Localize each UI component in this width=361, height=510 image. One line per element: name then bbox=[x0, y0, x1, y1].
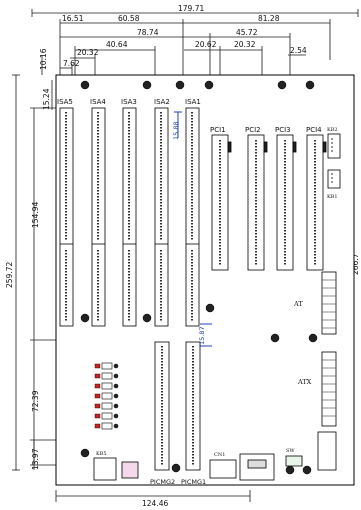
dim-overall-width: 179.71 bbox=[178, 4, 204, 13]
hole bbox=[305, 80, 315, 90]
left-dimension-labels: 10.16 15.24 154.94 259.72 72.39 13.97 26… bbox=[5, 48, 360, 470]
at-connector bbox=[321, 271, 337, 335]
dim-40-64: 40.64 bbox=[106, 40, 128, 49]
atx-connector bbox=[321, 351, 337, 427]
kb5-connector bbox=[93, 457, 117, 481]
bottom-connectors bbox=[93, 453, 303, 481]
dim-20-62: 20.62 bbox=[195, 40, 217, 49]
cn1-connector bbox=[209, 459, 237, 479]
hole bbox=[142, 80, 152, 90]
bottom-dimension bbox=[55, 490, 251, 502]
hole bbox=[171, 463, 181, 473]
dim-16-51: 16.51 bbox=[62, 14, 84, 23]
pci-slot-1 bbox=[211, 134, 229, 271]
dim-72-39: 72.39 bbox=[31, 390, 40, 412]
dim-10-16: 10.16 bbox=[39, 48, 48, 70]
label-picmg2: PICMG2 bbox=[150, 478, 175, 486]
label-isa1: ISA1 bbox=[185, 98, 201, 106]
hole bbox=[285, 465, 295, 475]
pci-slot-3 bbox=[276, 134, 294, 271]
label-cn1: CN1 bbox=[214, 452, 225, 458]
dim-15-87: 15.87 bbox=[198, 326, 206, 345]
dim-15-88: 15.88 bbox=[172, 121, 180, 140]
pci-slot-4 bbox=[306, 134, 324, 271]
label-atx: ATX bbox=[297, 378, 312, 386]
hole bbox=[308, 333, 318, 343]
label-pci2: PCI2 bbox=[245, 126, 261, 134]
label-pci3: PCI3 bbox=[275, 126, 291, 134]
dim-13-97: 13.97 bbox=[31, 448, 40, 470]
hole bbox=[175, 80, 185, 90]
hole bbox=[80, 80, 90, 90]
label-isa2: ISA2 bbox=[154, 98, 170, 106]
pci-labels: PCI1 PCI2 PCI3 PCI4 bbox=[210, 126, 322, 134]
sw-connector bbox=[285, 455, 303, 467]
led-cluster bbox=[94, 362, 119, 430]
label-kb1: KB1 bbox=[327, 194, 338, 200]
dim-right-partial: 266.7 bbox=[351, 253, 360, 275]
isa-labels: ISA5 ISA4 ISA3 ISA2 ISA1 bbox=[57, 98, 201, 106]
dim-81-28: 81.28 bbox=[258, 14, 280, 23]
label-isa5: ISA5 bbox=[57, 98, 73, 106]
mounting-holes bbox=[80, 80, 318, 475]
kb2-connector bbox=[327, 133, 341, 159]
dim-2-54: 2.54 bbox=[290, 46, 307, 55]
label-isa4: ISA4 bbox=[90, 98, 106, 106]
hole bbox=[142, 313, 152, 323]
hole bbox=[302, 465, 312, 475]
hole bbox=[205, 303, 215, 313]
dim-7-62: 7.62 bbox=[63, 59, 80, 68]
hole bbox=[204, 80, 214, 90]
label-picmg1: PICMG1 bbox=[181, 478, 206, 486]
label-sw: SW bbox=[286, 448, 295, 454]
dim-78-74: 78.74 bbox=[137, 28, 159, 37]
dim-154-94: 154.94 bbox=[31, 202, 40, 228]
picmg-slots bbox=[154, 341, 201, 471]
dim-20-32: 20.32 bbox=[234, 40, 256, 49]
hole bbox=[270, 333, 280, 343]
label-pci4: PCI4 bbox=[306, 126, 322, 134]
label-kb2: KB2 bbox=[327, 127, 338, 133]
pci-slot-2 bbox=[247, 134, 265, 271]
kb-connectors bbox=[327, 133, 341, 189]
left-dimensions bbox=[12, 55, 90, 471]
power-connectors bbox=[317, 271, 337, 471]
isa-slots bbox=[59, 107, 200, 327]
hole bbox=[80, 448, 90, 458]
dim-45-72: 45.72 bbox=[236, 28, 258, 37]
label-at: AT bbox=[293, 300, 303, 308]
kb1-connector bbox=[327, 169, 341, 189]
pci-slots bbox=[211, 134, 327, 271]
dim-20-32-b: 20.32 bbox=[77, 48, 99, 57]
blue-markers bbox=[174, 111, 212, 347]
hole bbox=[277, 80, 287, 90]
top-dimension-labels: 179.71 16.51 60.58 81.28 78.74 45.72 40.… bbox=[62, 4, 307, 68]
jumper-block bbox=[121, 461, 139, 479]
label-kb5: KB5 bbox=[96, 451, 107, 457]
dim-15-24: 15.24 bbox=[42, 88, 51, 110]
dim-124-46: 124.46 bbox=[142, 499, 168, 508]
dim-60-58: 60.58 bbox=[118, 14, 140, 23]
label-pci1: PCI1 bbox=[210, 126, 226, 134]
dim-259-72: 259.72 bbox=[5, 262, 14, 288]
hole bbox=[80, 313, 90, 323]
label-isa3: ISA3 bbox=[121, 98, 137, 106]
